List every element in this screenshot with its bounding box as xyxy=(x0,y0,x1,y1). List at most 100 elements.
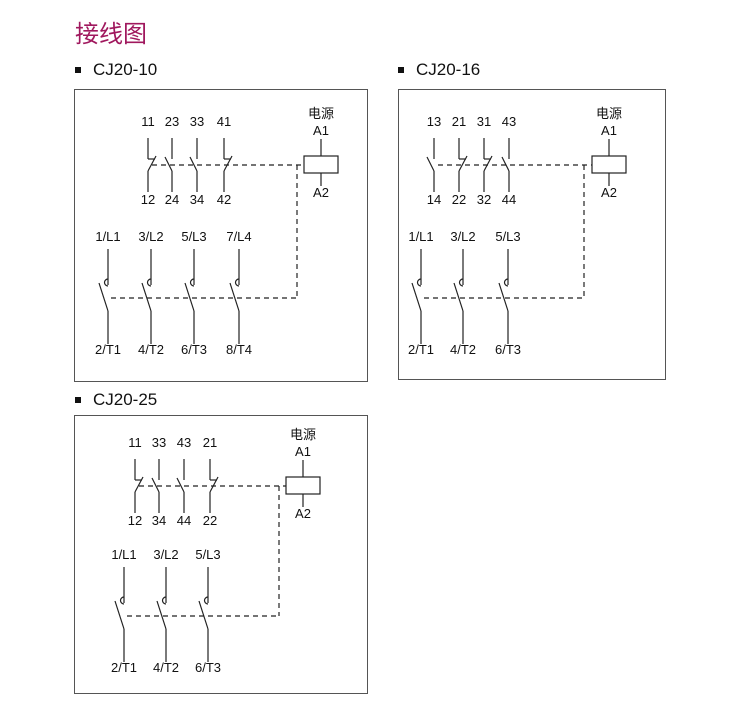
aux-contact-bottom-label: 42 xyxy=(217,192,231,207)
aux-contact-bottom-label: 14 xyxy=(427,192,441,207)
aux-contact-bottom-label: 34 xyxy=(152,513,166,528)
coil-a1-label: A1 xyxy=(601,123,617,138)
main-contact-blade xyxy=(184,282,195,312)
main-contact-bottom-label: 2/T1 xyxy=(95,342,121,357)
main-contact-bottom-label: 2/T1 xyxy=(408,342,434,357)
main-contact-bottom-label: 4/T2 xyxy=(450,342,476,357)
main-contact-top-label: 5/L3 xyxy=(495,229,520,244)
aux-contact-top-label: 13 xyxy=(427,114,441,129)
main-contact-blade xyxy=(411,282,422,312)
arc-chute-icon xyxy=(103,278,109,287)
main-contact-blade xyxy=(498,282,509,312)
main-contact-blade xyxy=(156,600,167,630)
coil-power-label: 电源 xyxy=(308,106,334,121)
main-contact-bottom-label: 6/T3 xyxy=(181,342,207,357)
aux-contact-bottom-label: 32 xyxy=(477,192,491,207)
section-title: CJ20-10 xyxy=(93,60,158,79)
aux-contact-top-label: 11 xyxy=(141,114,155,129)
no-contact-blade xyxy=(164,156,173,172)
nc-contact-blade xyxy=(147,155,157,172)
aux-contact-top-label: 31 xyxy=(477,114,491,129)
coil-a2-label: A2 xyxy=(295,506,311,521)
main-contact-bottom-label: 2/T1 xyxy=(111,660,137,675)
section-heading-cj20-16: CJ20-16 xyxy=(398,60,480,80)
nc-contact-blade xyxy=(134,476,144,493)
aux-contact-bottom-label: 22 xyxy=(452,192,466,207)
aux-contact-top-label: 43 xyxy=(502,114,516,129)
no-contact-blade xyxy=(189,156,198,172)
aux-contact-bottom-label: 12 xyxy=(141,192,155,207)
main-contact-blade xyxy=(453,282,464,312)
nc-contact-blade xyxy=(458,155,468,172)
main-contact-bottom-label: 6/T3 xyxy=(495,342,521,357)
no-contact-blade xyxy=(426,156,435,172)
section-title: CJ20-25 xyxy=(93,390,158,409)
bullet-icon xyxy=(398,67,404,73)
no-contact-blade xyxy=(501,156,510,172)
aux-contact-bottom-label: 44 xyxy=(177,513,191,528)
arc-chute-icon xyxy=(189,278,195,287)
aux-contact-bottom-label: 44 xyxy=(502,192,516,207)
nc-contact-blade xyxy=(209,476,219,493)
coil-a1-label: A1 xyxy=(295,444,311,459)
coil-a2-label: A2 xyxy=(313,185,329,200)
main-contact-top-label: 1/L1 xyxy=(95,229,120,244)
main-contact-top-label: 1/L1 xyxy=(408,229,433,244)
no-contact-blade xyxy=(151,477,160,493)
nc-contact-blade xyxy=(223,155,233,172)
main-contact-blade xyxy=(229,282,240,312)
aux-contact-top-label: 21 xyxy=(452,114,466,129)
aux-contact-top-label: 21 xyxy=(203,435,217,450)
arc-chute-icon xyxy=(146,278,152,287)
coil-power-label: 电源 xyxy=(290,427,316,442)
aux-contact-bottom-label: 12 xyxy=(128,513,142,528)
section-title: CJ20-16 xyxy=(416,60,481,79)
main-contact-top-label: 1/L1 xyxy=(111,547,136,562)
aux-contact-top-label: 33 xyxy=(152,435,166,450)
main-contact-top-label: 7/L4 xyxy=(226,229,251,244)
no-contact-blade xyxy=(176,477,185,493)
nc-contact-blade xyxy=(483,155,493,172)
aux-contact-top-label: 41 xyxy=(217,114,231,129)
main-contact-top-label: 3/L2 xyxy=(153,547,178,562)
main-contact-bottom-label: 6/T3 xyxy=(195,660,221,675)
arc-chute-icon xyxy=(119,596,125,605)
page-title: 接线图 xyxy=(75,20,147,48)
arc-chute-icon xyxy=(203,596,209,605)
main-contact-bottom-label: 4/T2 xyxy=(153,660,179,675)
aux-contact-bottom-label: 34 xyxy=(190,192,204,207)
section-heading-cj20-25: CJ20-25 xyxy=(75,390,157,410)
bullet-icon xyxy=(75,67,81,73)
arc-chute-icon xyxy=(161,596,167,605)
coil-power-label: 电源 xyxy=(596,106,622,121)
coil-rect xyxy=(303,155,339,174)
main-contact-top-label: 5/L3 xyxy=(195,547,220,562)
coil-a1-label: A1 xyxy=(313,123,329,138)
arc-chute-icon xyxy=(416,278,422,287)
main-contact-bottom-label: 8/T4 xyxy=(226,342,252,357)
coil-rect xyxy=(285,476,321,495)
aux-contact-bottom-label: 22 xyxy=(203,513,217,528)
aux-contact-top-label: 11 xyxy=(128,435,142,450)
coil-a2-label: A2 xyxy=(601,185,617,200)
main-contact-top-label: 3/L2 xyxy=(450,229,475,244)
main-contact-bottom-label: 4/T2 xyxy=(138,342,164,357)
aux-contact-top-label: 23 xyxy=(165,114,179,129)
arc-chute-icon xyxy=(234,278,240,287)
section-heading-cj20-10: CJ20-10 xyxy=(75,60,157,80)
main-contact-blade xyxy=(114,600,125,630)
main-contact-blade xyxy=(98,282,109,312)
main-contact-top-label: 3/L2 xyxy=(138,229,163,244)
arc-chute-icon xyxy=(503,278,509,287)
main-contact-blade xyxy=(198,600,209,630)
aux-contact-bottom-label: 24 xyxy=(165,192,179,207)
bullet-icon xyxy=(75,397,81,403)
coil-rect xyxy=(591,155,627,174)
arc-chute-icon xyxy=(458,278,464,287)
main-contact-blade xyxy=(141,282,152,312)
main-contact-top-label: 5/L3 xyxy=(181,229,206,244)
aux-contact-top-label: 43 xyxy=(177,435,191,450)
